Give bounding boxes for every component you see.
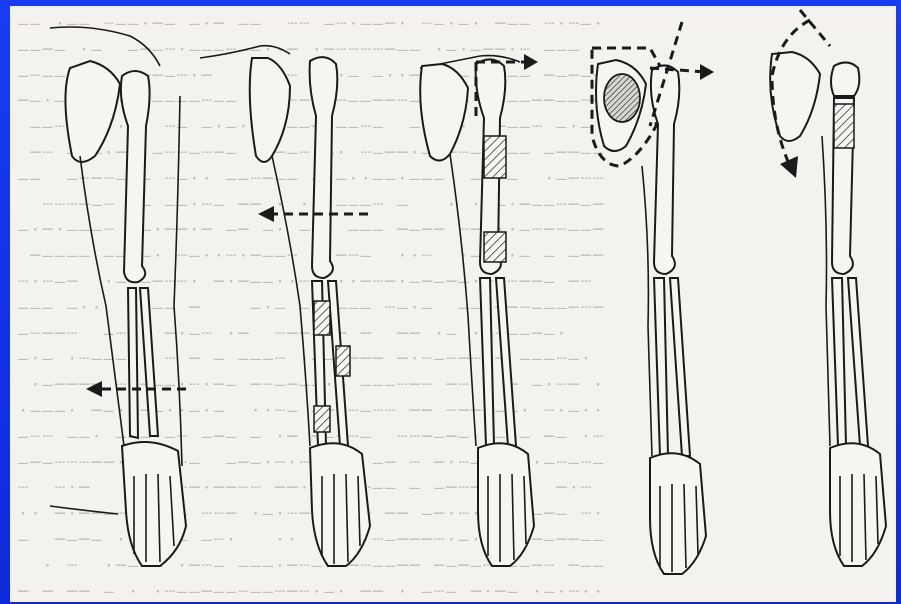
humerus (651, 65, 679, 274)
shaded-humerus-lower (484, 232, 506, 262)
ulna (670, 278, 690, 456)
radius (480, 278, 494, 446)
scanned-page: ‒– ·‒– ┄–‒·─– ‒·─ –‒ ┄┄ ‒┄·‒–─· ┄‒·–· ─‒… (10, 6, 896, 602)
arm-3 (420, 54, 538, 566)
humerus-head (831, 62, 859, 96)
scapula (250, 58, 290, 162)
arm-2 (200, 46, 370, 566)
hand (310, 443, 370, 566)
ulna (496, 278, 516, 446)
hand (122, 442, 186, 566)
shaded-forearm-lower (314, 406, 330, 432)
ulna (140, 288, 158, 436)
radius (654, 278, 668, 456)
radius (832, 278, 846, 446)
scapula (65, 61, 120, 162)
ulna (848, 278, 868, 446)
shaded-humerus-mid (484, 136, 506, 178)
shaded-humerus-upper (834, 104, 854, 148)
arm-4 (592, 22, 714, 574)
humerus (310, 57, 338, 278)
arm-5 (770, 10, 886, 566)
arm-1 (50, 27, 186, 566)
shaded-forearm-mid (314, 301, 330, 335)
shaded-scapula-circle (604, 74, 640, 122)
scapula (420, 64, 468, 161)
radius (128, 288, 138, 438)
humerus (121, 71, 150, 282)
shaded-forearm-mid-2 (336, 346, 350, 376)
arm-amputation-levels-diagram (10, 6, 896, 602)
